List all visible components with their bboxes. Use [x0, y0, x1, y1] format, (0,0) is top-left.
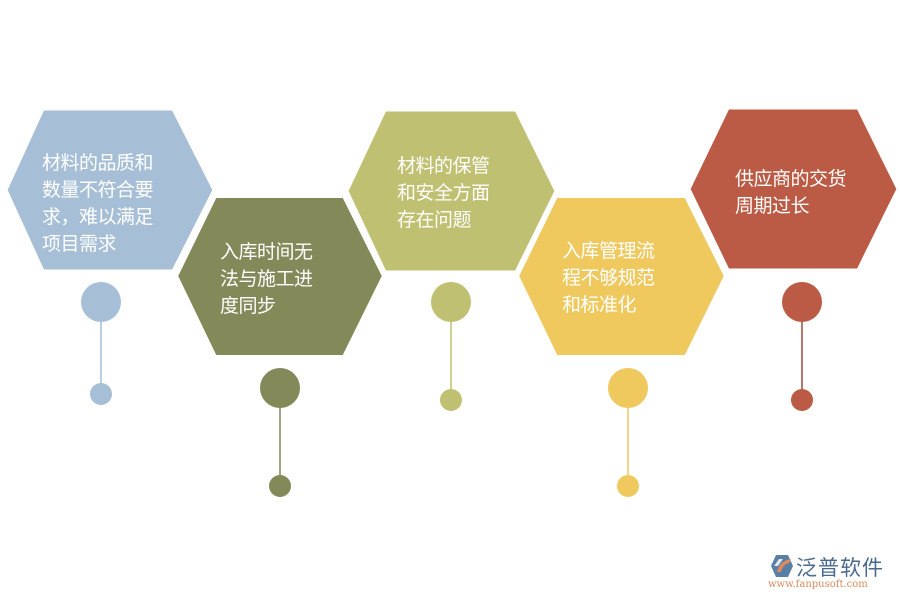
connector-4: [608, 368, 648, 497]
connector-1: [81, 282, 121, 405]
brand-logo: 泛普软件 www.fanpusoft.com: [768, 552, 893, 594]
brand-logo-icon: [771, 555, 793, 577]
hexagon-1: [4, 107, 216, 273]
hexagon-5-text: 供应商的交货 周期过长: [735, 168, 847, 217]
connector-5: [782, 282, 822, 411]
brand-url: www.fanpusoft.com: [768, 579, 868, 590]
hexagon-2-text: 入库时间无 法与施工进 度同步: [220, 241, 313, 317]
hexagon-2: [173, 194, 387, 359]
connector-3: [431, 282, 471, 411]
hexagon-3-text: 材料的保管 和安全方面 存在问题: [397, 155, 490, 231]
brand-name: 泛普软件: [796, 556, 884, 580]
hexagon-5: [687, 106, 900, 272]
hexagon-1-text: 材料的品质和 数量不符合要 求，难以满足 项目需求: [42, 152, 154, 255]
hexagon-3: [345, 108, 558, 274]
hexagon-4-text: 入库管理流 程不够规范 和标准化: [562, 240, 655, 316]
hexagon-4: [514, 194, 729, 359]
connector-2: [260, 368, 300, 497]
